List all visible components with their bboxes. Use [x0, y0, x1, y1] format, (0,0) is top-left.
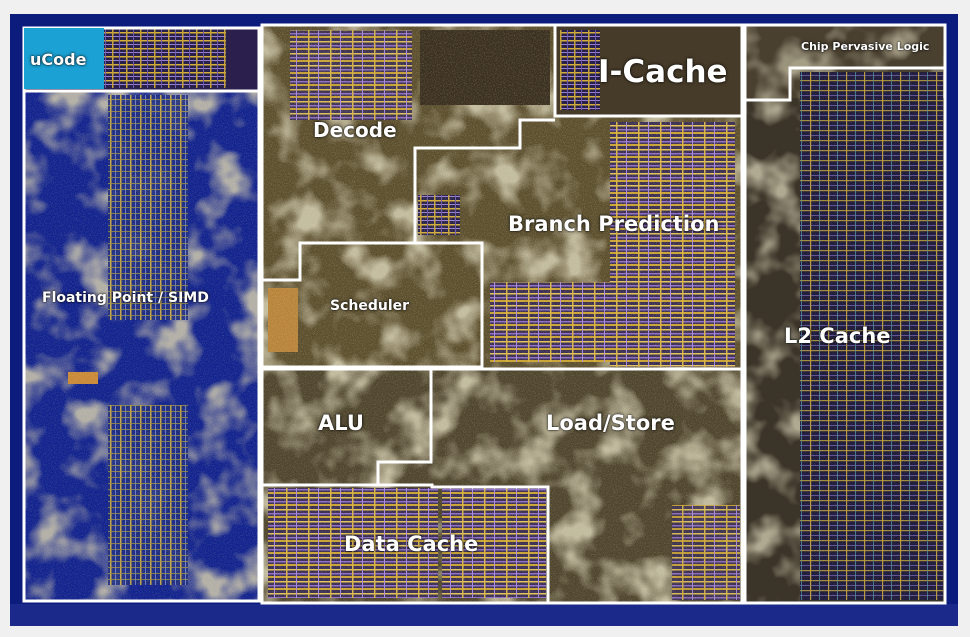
block-outlines — [22, 23, 947, 605]
l2-region — [745, 72, 945, 603]
outline-fp-column — [22, 26, 261, 603]
fp-simd-region — [24, 90, 258, 602]
outline-alu — [262, 369, 433, 487]
outline-decode — [262, 118, 555, 282]
outline-icache — [553, 25, 742, 118]
outline-core-frame — [260, 23, 744, 605]
icache-region — [555, 26, 742, 116]
core-frontend-region — [262, 26, 742, 370]
outline-scheduler — [262, 241, 484, 369]
ucode-block — [24, 28, 104, 89]
outline-l2 — [743, 23, 947, 605]
die-bottom-strip — [10, 604, 958, 626]
outline-data-cache — [378, 483, 550, 603]
